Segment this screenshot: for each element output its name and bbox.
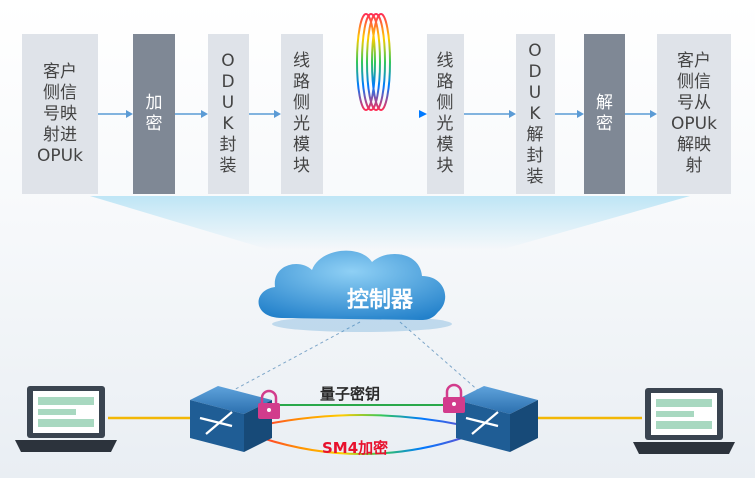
block-oduk-decap: O D U K 解 封 装: [516, 34, 555, 194]
fiber-arrowhead: [419, 110, 427, 118]
block-decrypt: 解 密: [584, 34, 625, 194]
flow-arrows: [98, 110, 657, 118]
sm4-label: SM4加密: [322, 439, 389, 457]
lock-left-icon: [258, 389, 280, 419]
fiber-coil-icon: [356, 13, 391, 111]
block-oduk-encap: O D U K 封 装: [208, 34, 249, 194]
sm4-link: [261, 414, 463, 455]
glow-beam: [90, 196, 690, 250]
laptop-right-icon: [633, 388, 735, 454]
controller-links: [229, 321, 481, 393]
block-line-optic-right: 线 路 侧 光 模 块: [427, 34, 464, 194]
block-encrypt: 加 密: [133, 34, 175, 194]
switch-right-icon: [456, 386, 538, 452]
block-client-map-right: 客户 侧信 号从 OPUk 解映 射: [657, 34, 731, 194]
block-client-map-left: 客户 侧信 号映 射进 OPUk: [22, 34, 98, 194]
switch-left-icon: [190, 386, 272, 452]
block-line-optic-left: 线 路 侧 光 模 块: [281, 34, 323, 194]
controller-label: 控制器: [346, 288, 413, 313]
quantum-key-label: 量子密钥: [320, 385, 381, 403]
laptop-left-icon: [15, 386, 117, 452]
cloud-icon: [258, 250, 452, 332]
lock-right-icon: [443, 383, 465, 413]
